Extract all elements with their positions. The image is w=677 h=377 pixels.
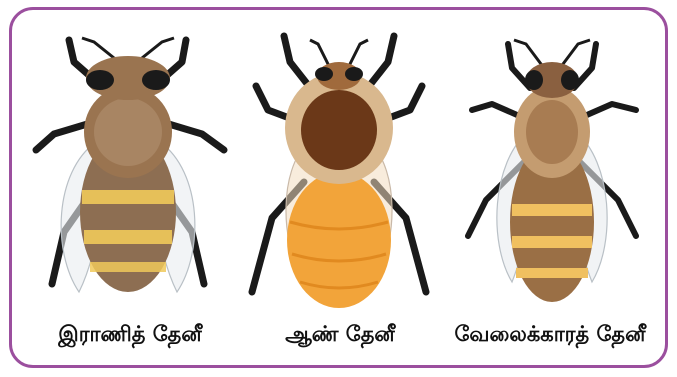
drone-bee-illustration xyxy=(238,22,440,312)
worker-bee-label: வேலைக்காரத் தேனீ xyxy=(436,322,664,349)
worker-bee-illustration xyxy=(452,22,652,312)
drone-bee-label: ஆண் தேனீ xyxy=(250,322,430,349)
queen-bee-illustration xyxy=(24,22,232,312)
queen-bee-label: இராணித் தேனீ xyxy=(30,322,230,349)
